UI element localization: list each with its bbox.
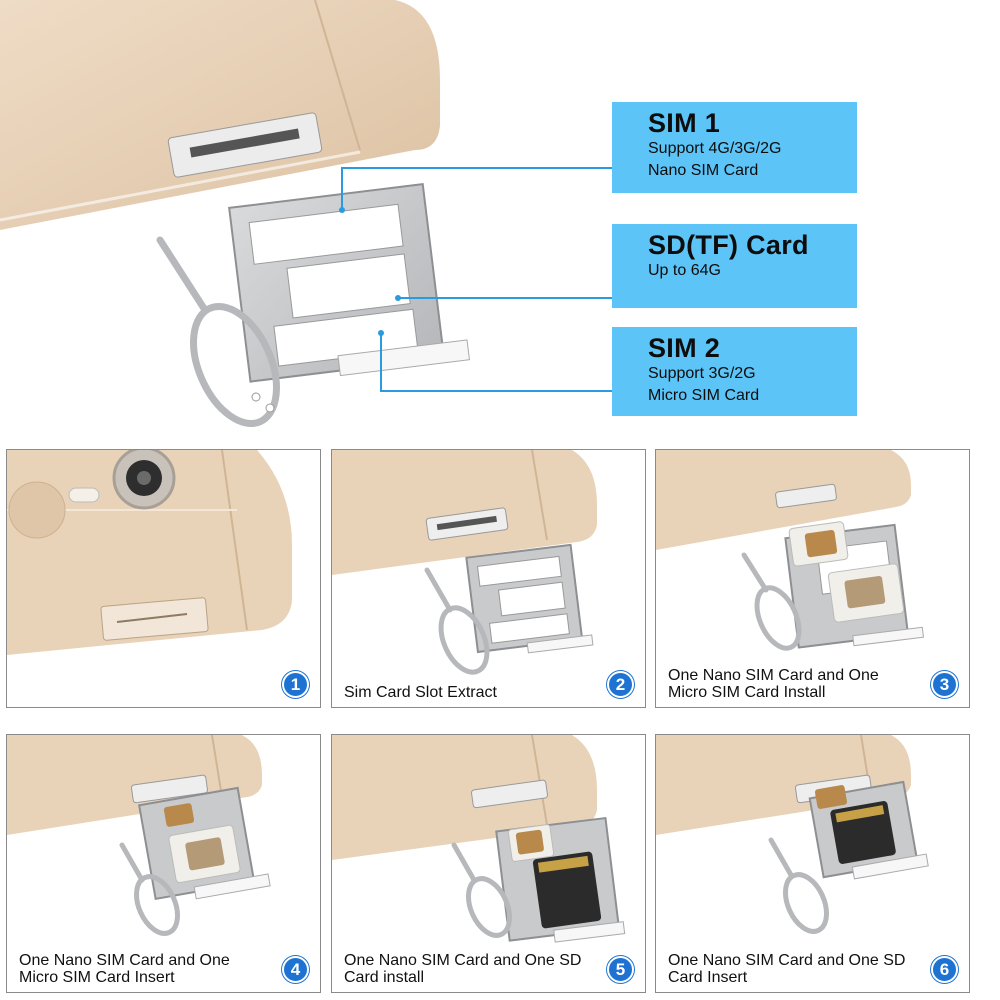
callout-line: Up to 64G	[648, 262, 721, 279]
callout-title: SIM 1	[648, 108, 721, 138]
step-number-badge: 5	[607, 956, 634, 983]
step-panel-1: 1	[6, 449, 321, 708]
step-caption: One Nano SIM Card and One Micro SIM Card…	[19, 952, 230, 986]
sd-insert-illustration	[656, 735, 929, 934]
step-caption: One Nano SIM Card and One SD Card Insert	[668, 952, 906, 986]
leader-lines	[341, 167, 612, 392]
step-number-badge: 2	[607, 671, 634, 698]
step-number-badge: 4	[282, 956, 309, 983]
step-panel-3: One Nano SIM Card and One Micro SIM Card…	[655, 449, 970, 708]
step-panel-6: One Nano SIM Card and One SD Card Insert…	[655, 734, 970, 993]
callout-title: SIM 2	[648, 333, 721, 363]
step-caption: One Nano SIM Card and One SD Card instal…	[344, 952, 582, 986]
step-panel-4: One Nano SIM Card and One Micro SIM Card…	[6, 734, 321, 993]
callout-title: SD(TF) Card	[648, 230, 809, 260]
callout-line: Support 3G/2G	[648, 365, 756, 382]
callout-sim2: SIM 2 Support 3G/2G Micro SIM Card	[612, 327, 857, 416]
nano-sim-card	[814, 785, 848, 809]
callout-line: Support 4G/3G/2G	[648, 140, 782, 157]
cards-install-illustration	[656, 450, 925, 651]
step-caption: Sim Card Slot Extract	[344, 684, 497, 701]
step-number-badge: 1	[282, 671, 309, 698]
sim-tray-slot	[100, 597, 209, 641]
tray-extract-illustration	[332, 450, 597, 675]
callout-line: Nano SIM Card	[648, 162, 759, 179]
phone-back-illustration	[7, 450, 292, 655]
sim-tray	[228, 183, 471, 383]
cards-insert-illustration	[7, 735, 271, 936]
callout-line: Micro SIM Card	[648, 387, 760, 404]
phone-body	[0, 0, 440, 230]
callout-sim1: SIM 1 Support 4G/3G/2G Nano SIM Card	[612, 102, 857, 193]
nano-sim-card	[163, 803, 195, 827]
step-panel-5: One Nano SIM Card and One SD Card instal…	[331, 734, 646, 993]
fingerprint-sensor	[8, 481, 66, 539]
step-number-badge: 6	[931, 956, 958, 983]
ejector-pin	[156, 236, 280, 428]
sd-install-illustration	[332, 735, 626, 943]
step-panel-2: Sim Card Slot Extract 2	[331, 449, 646, 708]
step-caption: One Nano SIM Card and One Micro SIM Card…	[668, 667, 879, 701]
nano-sim-card	[515, 829, 544, 855]
step-number-badge: 3	[931, 671, 958, 698]
tray-diagram	[0, 0, 612, 428]
hero-illustration: SIM 1 Support 4G/3G/2G Nano SIM Card SD(…	[0, 0, 1000, 440]
callout-sd-card: SD(TF) Card Up to 64G	[612, 224, 857, 308]
